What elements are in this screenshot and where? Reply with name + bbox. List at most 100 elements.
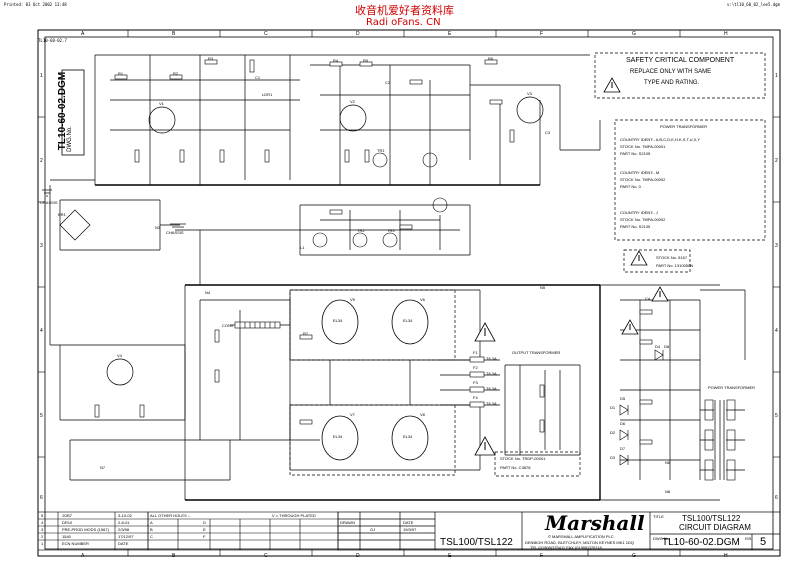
label-r4: R4 [333,58,339,63]
marshall-logo: Marshall [545,511,645,535]
company-name: © MARSHALL AMPLIFICATION PLC [548,534,614,539]
row-left-4: 4 [40,328,43,334]
col-top-d: D [356,31,360,37]
watermark-site: Radi oFans. CN [366,17,441,28]
watermark-chinese: 收音机爱好者资料库 [355,4,454,17]
fuse-f3: F3 [473,380,478,385]
label-d7: D7 [620,446,626,451]
label-d1: D1 [610,405,616,410]
row-left-2: 2 [40,158,43,164]
label-r6: R6 [488,56,494,61]
pt-part2: PART No. 0 [620,184,641,189]
row-right-3: 3 [775,243,778,249]
connector-con1 [234,321,281,329]
label-tr3: TR3 [387,228,395,233]
through-plated: V = THROUGH PLATED [272,513,316,518]
grid-ticks [38,30,780,556]
row-right-6: 6 [775,495,778,501]
row-right-1: 1 [775,73,778,79]
output-transformer-label: OUTPUT TRANSFORMER [512,350,561,355]
valve-v2: V2 [350,99,355,104]
output-part-number: PART No. C3878 [500,465,531,470]
label-c2: C2 [385,80,391,85]
title-line2: CIRCUIT DIAGRAM [679,523,751,532]
row-left-3: 3 [40,243,43,249]
fuse-rating-1: T6.3A [486,356,497,361]
issue-value: 5 [760,536,767,548]
file-path: v:\tl10_60_02_lee5.dgm [727,2,780,7]
label-d8: D8 [664,344,670,349]
fuse-rating-3: T6.3A [486,386,497,391]
label-c4: C4 [645,296,651,301]
dwg-side-box [61,69,85,156]
col-top-f: F [540,31,544,37]
label-c3: C3 [545,130,551,135]
row-left-5: 5 [40,413,43,419]
hole-a: A [150,520,153,525]
power-transformer-right-label: POWER TRANSFORMER [708,385,756,390]
pt-country3: COUNTRY IDENT:- J [620,210,658,215]
rev-desc-2: DR10 [62,520,73,525]
rev-no-1: 5 [41,513,44,518]
hole-e: E [203,527,206,532]
row-right-5: 5 [775,413,778,419]
col-bottom-h: H [724,553,728,559]
label-ldr1: LDR1 [262,92,273,97]
row-left-6: 6 [40,495,43,501]
fuse-rating-2: T6.3A [486,371,497,376]
power-valves [321,299,429,461]
issue-label: ISS [745,536,752,541]
all-other-holes: ALL OTHER HOLES :- [150,513,191,518]
transistors [312,152,448,248]
label-r3: R3 [208,56,214,61]
label-n3: N3 [155,225,161,230]
ground-symbols [42,189,186,228]
label-r7: R7 [303,331,309,336]
stock-part: PART No. 1310050N [656,263,694,268]
printed-stamp: Printed: 03 Oct 2002 13:48 [4,2,67,7]
output-stock-number: STOCK No. TRDP-00001 [500,456,546,461]
rev-date-1: 3-10-02 [118,513,132,518]
hole-b: B [150,527,153,532]
pt-part1: PART No. S2105 [620,151,651,156]
label-r2: R2 [173,71,179,76]
col-bottom-d: D [356,553,360,559]
wiring [49,54,746,501]
valve-v7: V7 [350,412,355,417]
drawn-value: GJ [370,527,376,532]
company-address2: TEL (01908)375411 FAX (01908)376118 [530,545,602,550]
label-n6: N6 [665,460,671,465]
label-d2: D2 [610,430,616,435]
model-label: TSL100/TSL122 [440,537,513,548]
label-d4: D4 [655,344,661,349]
title-label: TITLE [653,514,664,519]
outer-frame [37,29,781,557]
col-top-e: E [448,31,452,37]
label-n4: N4 [205,290,211,295]
pt-stock2: STOCK No. TMPA-00002 [620,177,666,182]
col-top-a: A [81,31,85,37]
sheet-ref: TL10-60-02.7 [38,38,67,43]
fuses [469,356,485,408]
pt-box-title: POWER TRANSFORMER [660,124,708,129]
label-n7: N7 [100,465,106,470]
power-valve-type-4: EL34 [403,434,413,439]
label-r5: R5 [363,58,369,63]
rev-no-5: 1 [41,541,44,546]
label-l1: L1 [300,245,305,250]
label-d3: D3 [610,455,616,460]
fuse-f2: F2 [473,365,478,370]
title-line1: TSL100/TSL122 [682,514,741,523]
dwg-no-value: TL10-60-02.DGM [662,537,740,548]
col-bottom-e: E [448,553,452,559]
rev-date-2: 2-8-01 [118,520,130,525]
rev-date-5: DATE [118,541,129,546]
valve-v3: V3 [527,91,532,96]
col-bottom-g: G [632,553,636,559]
col-top-h: H [724,31,728,37]
power-valve-type-2: EL34 [403,318,413,323]
fuse-f1: F1 [473,350,478,355]
chassis-label-2: CHASSIS [166,230,184,235]
dwg-side-prefix: DWG.No. [67,126,73,152]
